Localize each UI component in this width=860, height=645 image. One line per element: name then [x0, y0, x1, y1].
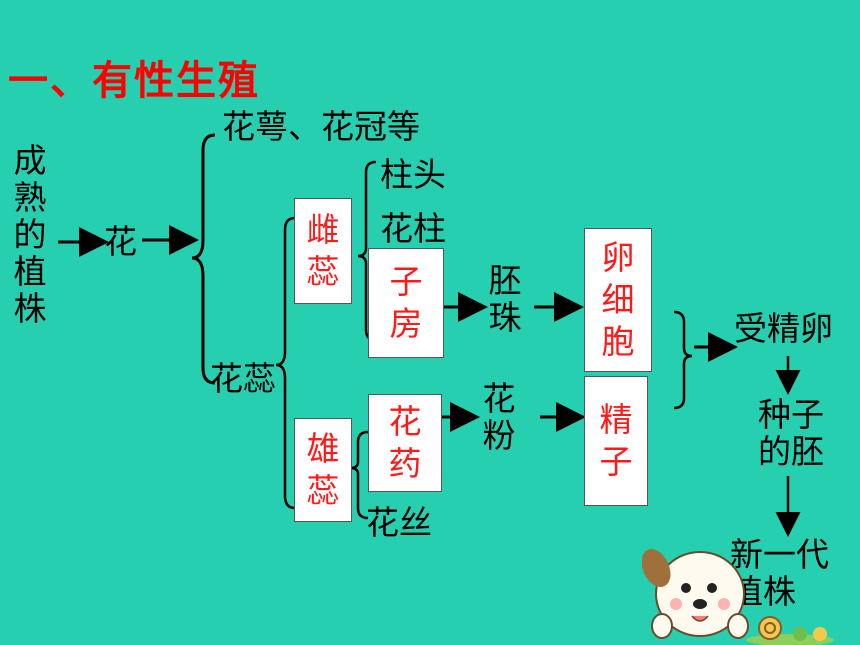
- box-anther: 花药: [368, 394, 442, 492]
- node-pollen: 花粉: [482, 379, 516, 455]
- box-ovary: 子房: [368, 248, 444, 358]
- snail-icon: [746, 616, 834, 645]
- box-sperm: 精子: [584, 376, 648, 506]
- node-ovule: 胚珠: [488, 261, 522, 337]
- box-pistil: 雌蕊: [294, 198, 352, 304]
- node-style: 花柱: [380, 209, 446, 248]
- node-pistils-group: 花蕊: [210, 359, 276, 398]
- page-title: 一、有性生殖: [8, 58, 260, 104]
- brace-pistil: [357, 160, 377, 342]
- brace-fertilization: [673, 310, 693, 410]
- node-filament: 花丝: [366, 503, 432, 542]
- node-mature-plant: 成熟的植株: [13, 141, 47, 328]
- node-flower: 花: [104, 222, 137, 261]
- node-stigma: 柱头: [380, 155, 446, 194]
- node-embryo: 种子的胚: [758, 395, 824, 471]
- box-stamen: 雄蕊: [294, 418, 352, 522]
- brace-stamen-pistil: [275, 216, 296, 510]
- node-zygote: 受精卵: [734, 309, 833, 348]
- cartoon-dog-icon: [642, 549, 749, 639]
- box-egg-cell: 卵细胞: [584, 228, 652, 372]
- brace-flower: [191, 133, 216, 385]
- node-sepal-petal: 花萼、花冠等: [222, 107, 420, 146]
